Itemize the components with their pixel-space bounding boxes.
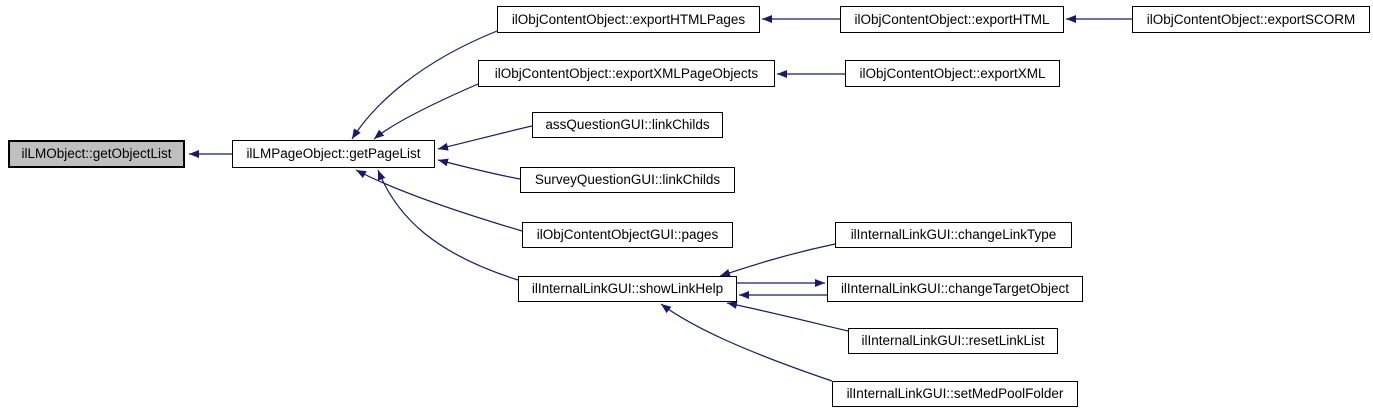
node-exportHTML[interactable]: ilObjContentObject::exportHTML bbox=[840, 6, 1064, 33]
edge-showLinkHelp-getPageList bbox=[377, 169, 519, 281]
node-showLinkHelp[interactable]: ilInternalLinkGUI::showLinkHelp bbox=[518, 276, 737, 302]
node-changeTargetObject[interactable]: ilInternalLinkGUI::changeTargetObject bbox=[827, 276, 1083, 302]
node-setMedPoolFolder[interactable]: ilInternalLinkGUI::setMedPoolFolder bbox=[832, 381, 1078, 407]
node-assLinkChilds[interactable]: assQuestionGUI::linkChilds bbox=[532, 112, 723, 138]
node-surveyLinkChilds[interactable]: SurveyQuestionGUI::linkChilds bbox=[520, 167, 735, 193]
node-exportHTMLPages[interactable]: ilObjContentObject::exportHTMLPages bbox=[497, 6, 760, 33]
node-exportXMLPageObjects[interactable]: ilObjContentObject::exportXMLPageObjects bbox=[478, 60, 775, 87]
node-pages[interactable]: ilObjContentObjectGUI::pages bbox=[522, 222, 733, 248]
edge-changeLinkType-showLinkHelp bbox=[719, 243, 836, 277]
node-changeLinkType[interactable]: ilInternalLinkGUI::changeLinkType bbox=[835, 222, 1072, 248]
edge-pages-getPageList bbox=[355, 169, 523, 232]
node-exportXML[interactable]: ilObjContentObject::exportXML bbox=[845, 60, 1060, 87]
node-resetLinkList[interactable]: ilInternalLinkGUI::resetLinkList bbox=[848, 328, 1058, 354]
node-exportSCORM[interactable]: ilObjContentObject::exportSCORM bbox=[1132, 6, 1370, 33]
edge-setMedPoolFolder-showLinkHelp bbox=[660, 303, 833, 382]
edge-assLinkChilds-getPageList bbox=[437, 125, 533, 151]
edge-exportXMLPageObjects-getPageList bbox=[373, 83, 479, 140]
edge-surveyLinkChilds-getPageList bbox=[437, 158, 521, 180]
edge-resetLinkList-showLinkHelp bbox=[726, 301, 849, 332]
node-getObjectList: ilLMObject::getObjectList bbox=[8, 140, 185, 168]
edge-exportHTMLPages-getPageList bbox=[351, 30, 498, 140]
node-getPageList[interactable]: ilLMPageObject::getPageList bbox=[232, 140, 435, 168]
